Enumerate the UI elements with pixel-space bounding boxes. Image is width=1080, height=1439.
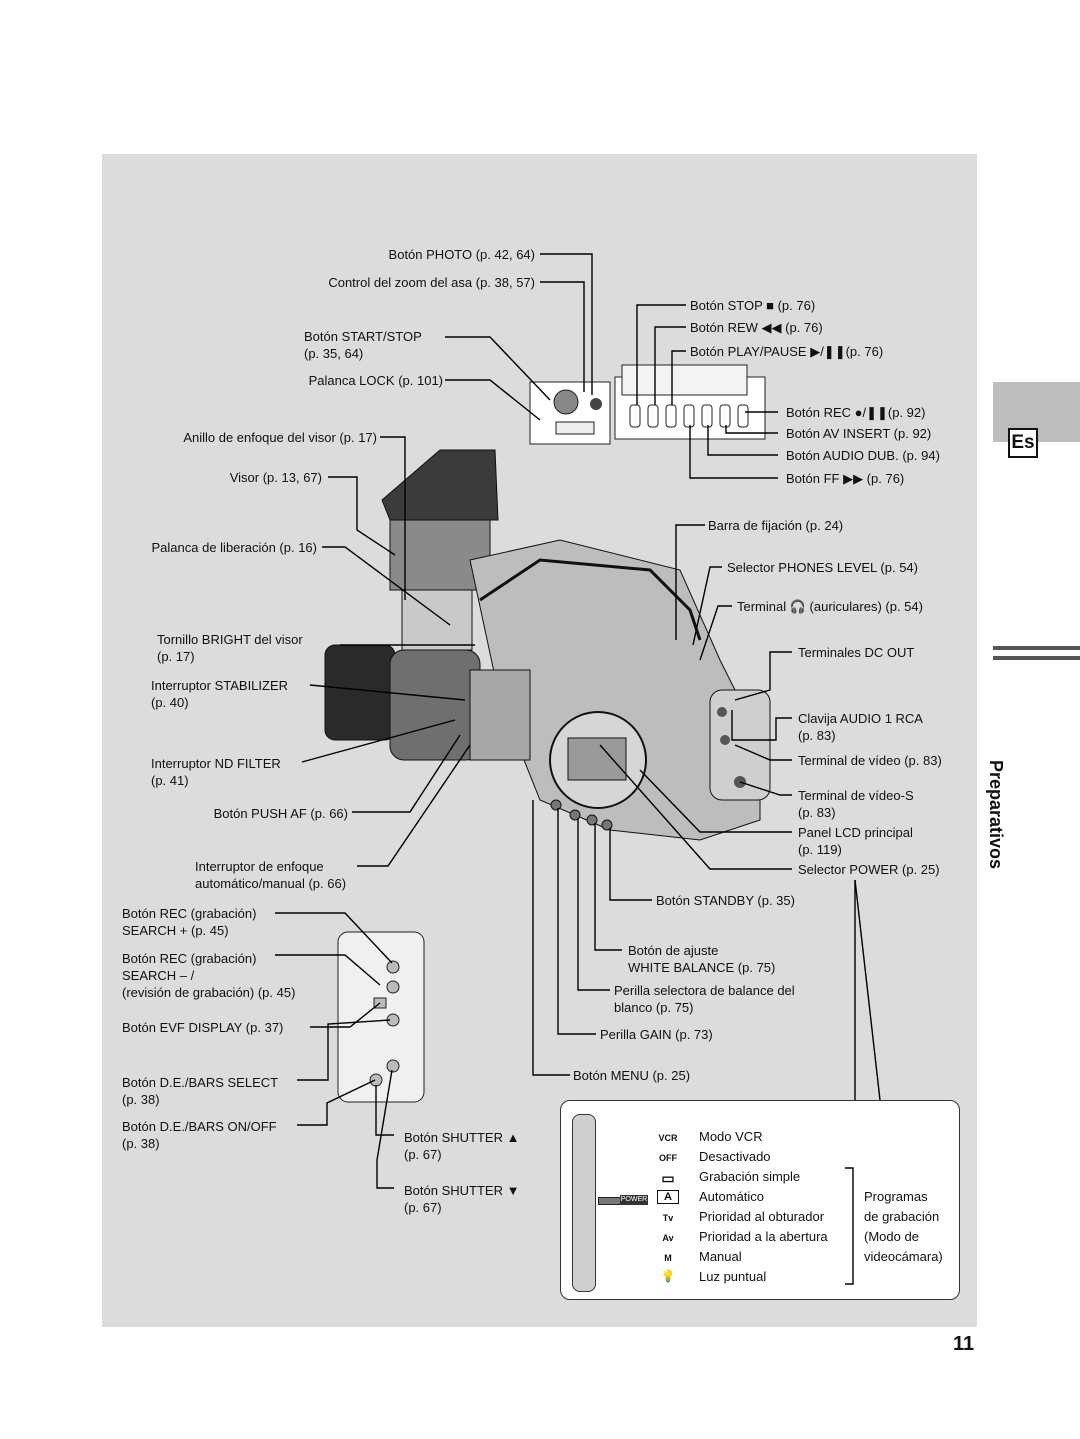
label-rec-search-plus: Botón REC (grabación) <box>122 906 257 921</box>
label-audio1: Clavija AUDIO 1 RCA <box>798 711 923 726</box>
label-rec-search-minus-2: SEARCH – / <box>122 968 195 983</box>
power-tag: POWER <box>620 1195 648 1205</box>
label-rec-search-plus-2: SEARCH + (p. 45) <box>122 923 229 938</box>
label-av-insert: Botón AV INSERT (p. 92) <box>786 426 932 441</box>
label-startstop-page: (p. 35, 64) <box>304 346 364 361</box>
legend-sym-off: OFF <box>659 1153 677 1163</box>
legend-text-auto: Automático <box>699 1189 765 1204</box>
label-shutter-up: Botón SHUTTER ▲ <box>404 1130 520 1145</box>
label-bright-page: (p. 17) <box>157 649 195 664</box>
legend-group-4: videocámara) <box>864 1249 943 1264</box>
label-dc-out: Terminales DC OUT <box>798 645 915 660</box>
label-standby: Botón STANDBY (p. 35) <box>656 893 795 908</box>
legend-text-manual: Manual <box>699 1249 742 1264</box>
legend-sym-spotlight: 💡 <box>660 1269 676 1283</box>
label-wb-dial: Perilla selectora de balance del <box>614 983 795 998</box>
label-audio1-page: (p. 83) <box>798 728 836 743</box>
label-nd-filter-page: (p. 41) <box>151 773 189 788</box>
label-phones: Selector PHONES LEVEL (p. 54) <box>727 560 918 575</box>
label-zoom: Control del zoom del asa (p. 38, 57) <box>328 275 535 290</box>
label-de-onoff: Botón D.E./BARS ON/OFF <box>122 1119 277 1134</box>
label-startstop: Botón START/STOP <box>304 329 422 344</box>
label-ff: Botón FF ▶▶ (p. 76) <box>786 471 905 486</box>
legend-sym-tv: Tv <box>662 1213 674 1223</box>
legend-text-easy: Grabación simple <box>699 1169 801 1184</box>
label-play-pause: Botón PLAY/PAUSE ▶/❚❚(p. 76) <box>690 344 884 359</box>
label-release: Palanca de liberación (p. 16) <box>151 540 318 555</box>
label-rew: Botón REW ◀◀ (p. 76) <box>690 320 823 335</box>
label-audio-dub: Botón AUDIO DUB. (p. 94) <box>786 448 940 463</box>
label-wb-dial-2: blanco (p. 75) <box>614 1000 694 1015</box>
label-svideo: Terminal de vídeo-S <box>798 788 914 803</box>
legend-group-2: de grabación <box>864 1209 940 1224</box>
label-white-balance-2: WHITE BALANCE (p. 75) <box>628 960 776 975</box>
label-autofocus-2: automático/manual (p. 66) <box>195 876 347 891</box>
section-rule-2 <box>993 656 1080 660</box>
label-stabilizer-page: (p. 40) <box>151 695 189 710</box>
label-nd-filter: Interruptor ND FILTER <box>151 756 281 771</box>
legend-sym-auto: A <box>657 1190 679 1204</box>
label-power: Selector POWER (p. 25) <box>798 862 940 877</box>
legend-sym-easy: ▭ <box>661 1170 675 1186</box>
label-rec-search-minus-3: (revisión de grabación) (p. 45) <box>122 985 296 1000</box>
label-stabilizer: Interruptor STABILIZER <box>151 678 289 693</box>
section-title: Preparativos <box>986 760 1006 870</box>
label-de-select: Botón D.E./BARS SELECT <box>122 1075 279 1090</box>
label-visor: Visor (p. 13, 67) <box>229 470 322 485</box>
label-shutter-up-page: (p. 67) <box>404 1147 442 1162</box>
page-number: 11 <box>953 1333 975 1355</box>
legend-group-3: (Modo de <box>864 1229 919 1244</box>
legend-group-1: Programas <box>864 1189 928 1204</box>
label-menu: Botón MENU (p. 25) <box>573 1068 691 1083</box>
label-rec-search-minus: Botón REC (grabación) <box>122 951 257 966</box>
legend-sym-vcr: VCR <box>658 1133 678 1143</box>
legend-text-off: Desactivado <box>699 1149 771 1164</box>
label-shutter-down-page: (p. 67) <box>404 1200 442 1215</box>
label-lock: Palanca LOCK (p. 101) <box>308 373 443 388</box>
label-gain: Perilla GAIN (p. 73) <box>600 1027 713 1042</box>
label-white-balance: Botón de ajuste <box>628 943 719 958</box>
label-lcd-page: (p. 119) <box>798 842 842 857</box>
label-push-af: Botón PUSH AF (p. 66) <box>213 806 348 821</box>
legend-sym-av: Av <box>662 1233 674 1243</box>
legend-text-spotlight: Luz puntual <box>699 1269 767 1284</box>
label-evf-display: Botón EVF DISPLAY (p. 37) <box>122 1020 284 1035</box>
label-photo: Botón PHOTO (p. 42, 64) <box>388 247 535 262</box>
label-video: Terminal de vídeo (p. 83) <box>798 753 942 768</box>
legend-text-av: Prioridad a la abertura <box>699 1229 828 1244</box>
power-dial-icon <box>572 1114 596 1292</box>
label-de-select-page: (p. 38) <box>122 1092 160 1107</box>
label-headphone-terminal: Terminal 🎧 (auriculares) (p. 54) <box>737 599 923 614</box>
section-rule <box>993 646 1080 650</box>
label-stop: Botón STOP ■ (p. 76) <box>690 298 816 313</box>
label-bright: Tornillo BRIGHT del visor <box>157 632 303 647</box>
label-shutter-down: Botón SHUTTER ▼ <box>404 1183 520 1198</box>
language-tab-label: Es <box>1008 428 1038 458</box>
label-focus-ring: Anillo de enfoque del visor (p. 17) <box>183 430 377 445</box>
label-rec: Botón REC ●/❚❚(p. 92) <box>786 405 926 420</box>
legend-sym-manual: M <box>664 1253 672 1263</box>
label-autofocus: Interruptor de enfoque <box>195 859 324 874</box>
legend-text-vcr: Modo VCR <box>699 1129 763 1144</box>
label-de-onoff-page: (p. 38) <box>122 1136 160 1151</box>
label-svideo-page: (p. 83) <box>798 805 836 820</box>
legend-text-tv: Prioridad al obturador <box>699 1209 825 1224</box>
label-bar: Barra de fijación (p. 24) <box>708 518 844 533</box>
label-lcd: Panel LCD principal <box>798 825 913 840</box>
